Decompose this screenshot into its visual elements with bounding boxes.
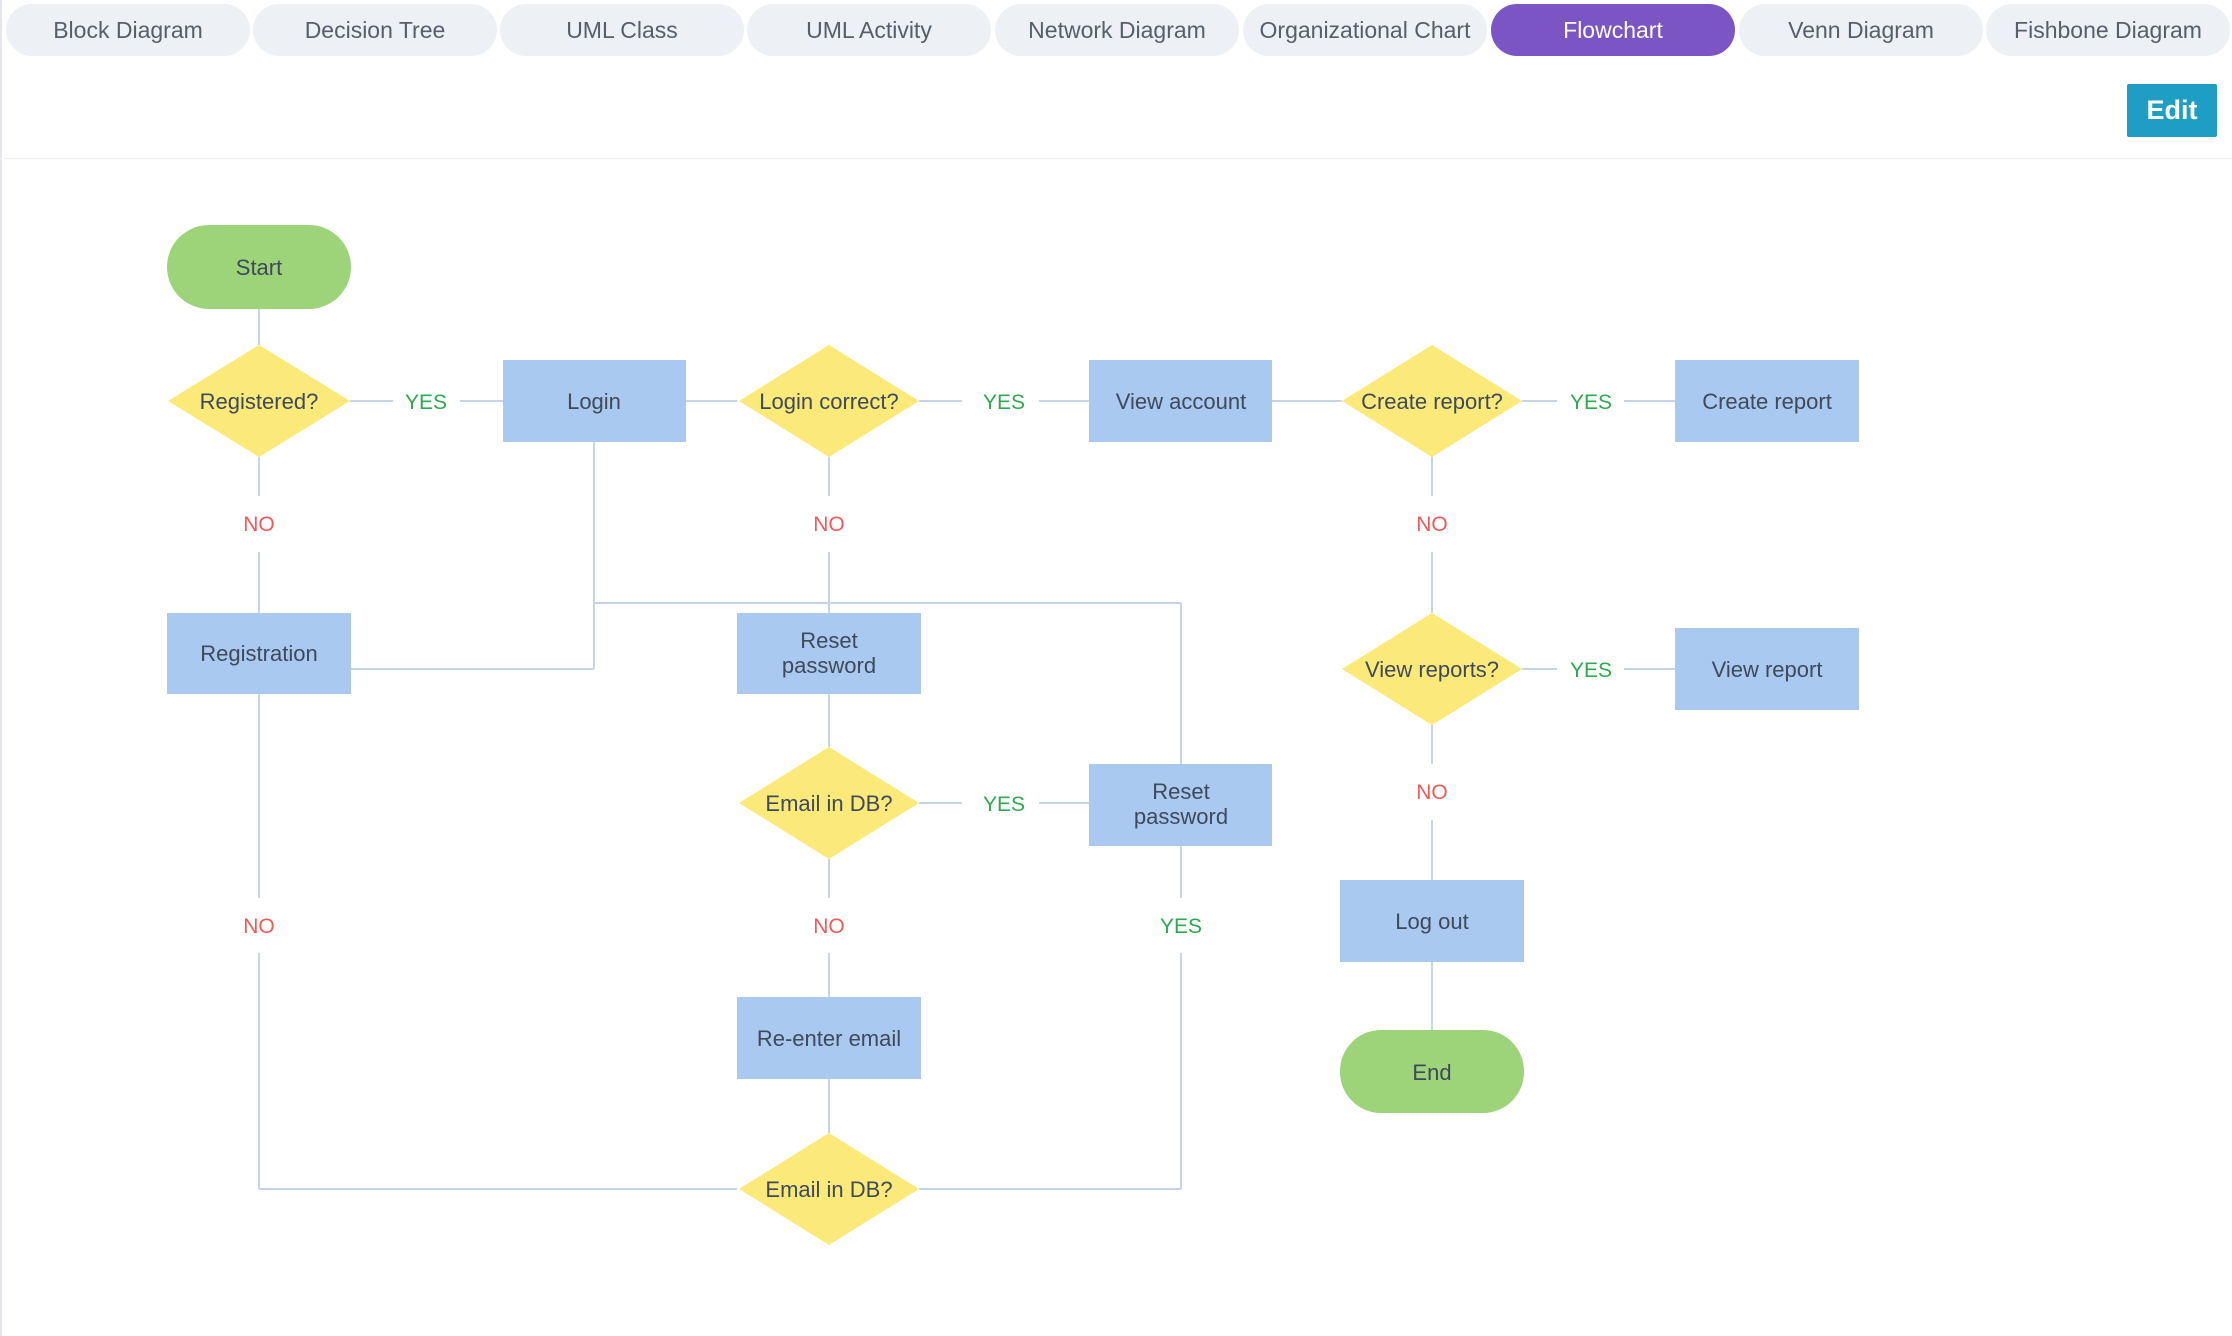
decision-shape <box>168 345 350 457</box>
page-left-border <box>0 0 2 1336</box>
node-label: Start <box>236 255 282 280</box>
process-shape <box>1675 628 1859 710</box>
re-enter-email-process[interactable]: Re-enter email <box>737 997 921 1079</box>
flowchart-edge-labels: YES NO YES NO YES NO YES NO YES NO NO YE… <box>243 391 1612 938</box>
node-label: Email in DB? <box>765 1177 892 1202</box>
edge-label-yes: YES <box>1570 391 1612 414</box>
log-out-process[interactable]: Log out <box>1340 880 1524 962</box>
edge-label-yes: YES <box>983 793 1025 816</box>
process-shape <box>1089 764 1272 846</box>
node-label: Re-enter email <box>757 1026 901 1051</box>
node-label: password <box>782 653 876 678</box>
edge-label-no: NO <box>1416 513 1448 536</box>
email-in-db-decision-2[interactable]: Email in DB? <box>739 1133 919 1245</box>
process-shape <box>503 360 686 442</box>
node-label: Create report? <box>1361 389 1503 414</box>
tab-uml-activity[interactable]: UML Activity <box>747 4 991 56</box>
tab-uml-class[interactable]: UML Class <box>500 4 744 56</box>
edge-label-yes: YES <box>1570 659 1612 682</box>
node-label: View reports? <box>1365 657 1499 682</box>
node-label: Log out <box>1395 909 1468 934</box>
node-label: password <box>1134 804 1228 829</box>
node-label: End <box>1412 1060 1451 1085</box>
terminal-shape <box>167 225 351 309</box>
start-terminal[interactable]: Start <box>167 225 351 309</box>
create-report-decision[interactable]: Create report? <box>1342 345 1522 457</box>
process-shape <box>167 613 351 694</box>
process-shape <box>1675 360 1859 442</box>
email-in-db-decision[interactable]: Email in DB? <box>739 747 919 859</box>
node-label: View report <box>1712 657 1823 682</box>
reset-password-process[interactable]: Reset password <box>737 613 921 694</box>
registration-process[interactable]: Registration <box>167 613 351 694</box>
node-label: Login correct? <box>759 389 898 414</box>
edge-label-no: NO <box>813 915 845 938</box>
tab-flowchart[interactable]: Flowchart <box>1491 4 1735 56</box>
decision-shape <box>739 345 919 457</box>
tab-block-diagram[interactable]: Block Diagram <box>6 4 250 56</box>
edge-label-no: NO <box>243 513 275 536</box>
tab-venn-diagram[interactable]: Venn Diagram <box>1739 4 1983 56</box>
node-label: Reset <box>1152 779 1209 804</box>
tab-network-diagram[interactable]: Network Diagram <box>995 4 1239 56</box>
node-label: Login <box>567 389 621 414</box>
process-shape <box>1340 880 1524 962</box>
process-shape <box>737 997 921 1079</box>
tab-decision-tree[interactable]: Decision Tree <box>253 4 497 56</box>
end-terminal[interactable]: End <box>1340 1030 1524 1113</box>
view-account-process[interactable]: View account <box>1089 360 1272 442</box>
view-report-process[interactable]: View report <box>1675 628 1859 710</box>
node-label: Registered? <box>200 389 319 414</box>
edge-label-yes: YES <box>1160 915 1202 938</box>
terminal-shape <box>1340 1030 1524 1113</box>
edge-label-no: NO <box>813 513 845 536</box>
flowchart-nodes: Start Registered? Login Login correct? V… <box>167 225 1859 1245</box>
decision-shape <box>739 1133 919 1245</box>
edge-label-yes: YES <box>405 391 447 414</box>
diagram-type-tabs: Block Diagram Decision Tree UML Class UM… <box>0 0 2232 60</box>
node-label: Create report <box>1702 389 1832 414</box>
edge-label-no: NO <box>243 915 275 938</box>
decision-shape <box>1342 345 1522 457</box>
node-label: View account <box>1116 389 1246 414</box>
create-report-process[interactable]: Create report <box>1675 360 1859 442</box>
registered-decision[interactable]: Registered? <box>168 345 350 457</box>
tab-fishbone-diagram[interactable]: Fishbone Diagram <box>1986 4 2230 56</box>
node-label: Registration <box>200 641 317 666</box>
edit-button[interactable]: Edit <box>2127 84 2217 137</box>
process-shape <box>737 613 921 694</box>
edge-label-no: NO <box>1416 781 1448 804</box>
node-label: Email in DB? <box>765 791 892 816</box>
flowchart-connectors <box>258 309 1675 1190</box>
process-shape <box>1089 360 1272 442</box>
decision-shape <box>739 747 919 859</box>
node-label: Reset <box>800 628 857 653</box>
tab-organizational-chart[interactable]: Organizational Chart <box>1243 4 1487 56</box>
view-reports-decision[interactable]: View reports? <box>1342 613 1522 725</box>
login-correct-decision[interactable]: Login correct? <box>739 345 919 457</box>
reset-password-process-2[interactable]: Reset password <box>1089 764 1272 846</box>
login-process[interactable]: Login <box>503 360 686 442</box>
decision-shape <box>1342 613 1522 725</box>
edge-label-yes: YES <box>983 391 1025 414</box>
toolbar-divider <box>0 158 2232 159</box>
